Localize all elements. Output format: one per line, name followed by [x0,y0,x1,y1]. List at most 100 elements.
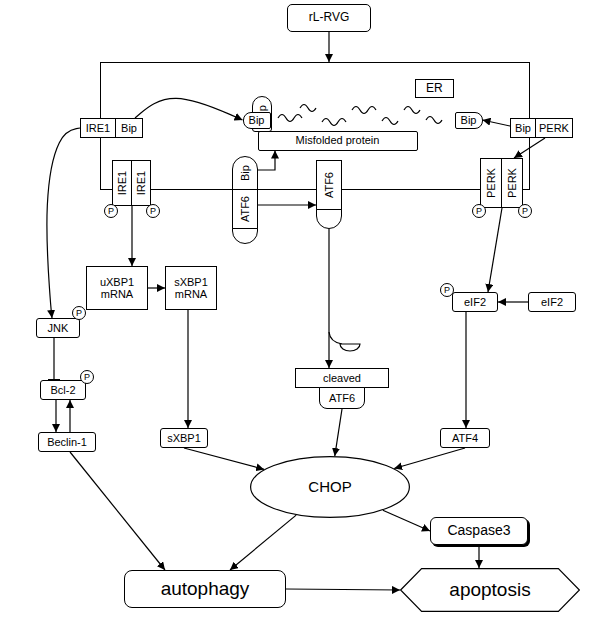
protein-box: JNK [36,318,80,338]
arrow-connector [55,400,56,432]
bip-protein: Bip [243,112,271,129]
misfolded-protein-box: Misfolded protein [258,131,418,151]
arrow-connector [328,229,329,368]
arrow-connector [230,515,296,570]
node-label: ATF6 [329,392,355,404]
phosphate-mark: P [146,204,160,218]
atf6-receptor: ATF6 [316,160,342,229]
node-cell: IRE1 [80,118,116,138]
arrow-connector [483,120,511,126]
node-label: eIF2 [541,296,563,308]
misfolded-protein-squiggle [426,117,442,124]
arrow-connector [478,545,479,568]
protein-box: Beclin-1 [38,432,96,452]
misfolded-protein-squiggle [300,105,316,112]
cleavage-branch [329,332,342,344]
arrow-connector [258,204,316,205]
arrow-connector [383,510,430,531]
node-label: rL-RVG [309,11,349,24]
node-label: Bip [461,114,477,126]
arrow-connector [69,400,70,432]
node-label: sXBP1 [167,432,201,444]
node-cell: ATF6 [319,387,365,409]
node-cell: cleaved [295,368,389,388]
phosphate-mark: P [472,204,486,218]
node-cell [232,228,258,244]
node-label: IRE1 [135,171,147,195]
node-label: Bip [121,122,137,134]
node-cell: Bip [115,118,143,138]
node-label: ATF6 [323,172,335,198]
node-label: PERK [485,168,497,198]
arrow-connector [286,589,400,590]
arrow-connector [498,301,528,302]
arrow-connector [465,312,466,428]
arrow-connector [328,32,329,62]
node-label: Bip [249,114,265,126]
node-cell: Bip [510,118,536,138]
phosphate-mark: P [72,306,86,320]
cleaved-fragment-cup [340,344,360,351]
protein-box: sXBP1 [160,428,208,448]
bip-protein: Bip [455,112,483,129]
node-label: autophagy [161,579,250,600]
node-cell: ATF6 [232,189,258,229]
arrow-connector [488,208,502,292]
misfolded-protein-squiggle [278,115,302,122]
node-label: Bip [515,122,531,134]
node-label: sXBP1 mRNA [171,276,211,300]
protein-box: eIF2 [528,292,576,312]
node-label: Bip [239,165,251,181]
node-label: ATF6 [239,196,251,222]
mrna-box: sXBP1 mRNA [165,266,217,310]
protein-box: Bcl-2 [40,380,86,400]
node-label: apoptosis [449,580,530,601]
mrna-box: uXBP1 mRNA [86,266,148,310]
node-label: CHOP [308,479,351,496]
ellipse-shape [251,457,410,518]
outcome-box: autophagy [124,570,286,608]
node-label: Caspase3 [447,523,510,538]
node-label: Bcl-2 [50,384,75,396]
sensor-complex: IRE1 Bip [80,118,143,138]
node-label: cleaved [323,372,361,384]
hexagon-shape [401,569,580,612]
protein-box: ATF4 [440,428,490,448]
node-cell: PERK [535,118,573,138]
sensor-complex: Bip PERK [510,118,573,138]
node-cell: ATF6 [316,160,342,210]
inhibition-connector [53,338,54,380]
receptor-dimer: IRE1 IRE1 [112,160,151,206]
arrow-connector [258,151,275,171]
node-cell [316,209,342,229]
arrow-connector [335,409,342,456]
arrow-connector [70,452,165,570]
arrow-connector [148,287,165,288]
misfolded-protein-squiggle [404,107,420,114]
stimulus-box: rL-RVG [287,4,371,32]
node-label: IRE1 [116,171,128,195]
node-label: JNK [48,322,69,334]
node-cell: PERK [480,158,502,208]
receptor-dimer: PERK PERK [480,158,523,208]
protein-box: eIF2 [452,292,498,312]
arrow-connector [394,448,465,468]
node-label: IRE1 [86,122,110,134]
node-label: eIF2 [464,296,486,308]
node-cell: PERK [501,158,523,208]
hub-ellipse: CHOP [250,456,410,518]
misfolded-protein-squiggle [352,107,376,114]
misfolded-protein-squiggle [382,118,398,125]
node-label: Misfolded protein [296,134,380,146]
arrow-connector [131,206,132,266]
arrow-connector [184,448,264,469]
arrow-connector [187,310,188,428]
node-label: PERK [539,122,569,134]
phosphate-mark: P [518,204,532,218]
compartment-label: ER [415,79,454,98]
cleaved-protein-box: cleavedATF6 [295,368,389,409]
node-cell: Bip [232,156,258,190]
enzyme-box: Caspase3 [430,517,528,545]
atf6-receptor: BipATF6 [232,156,258,244]
